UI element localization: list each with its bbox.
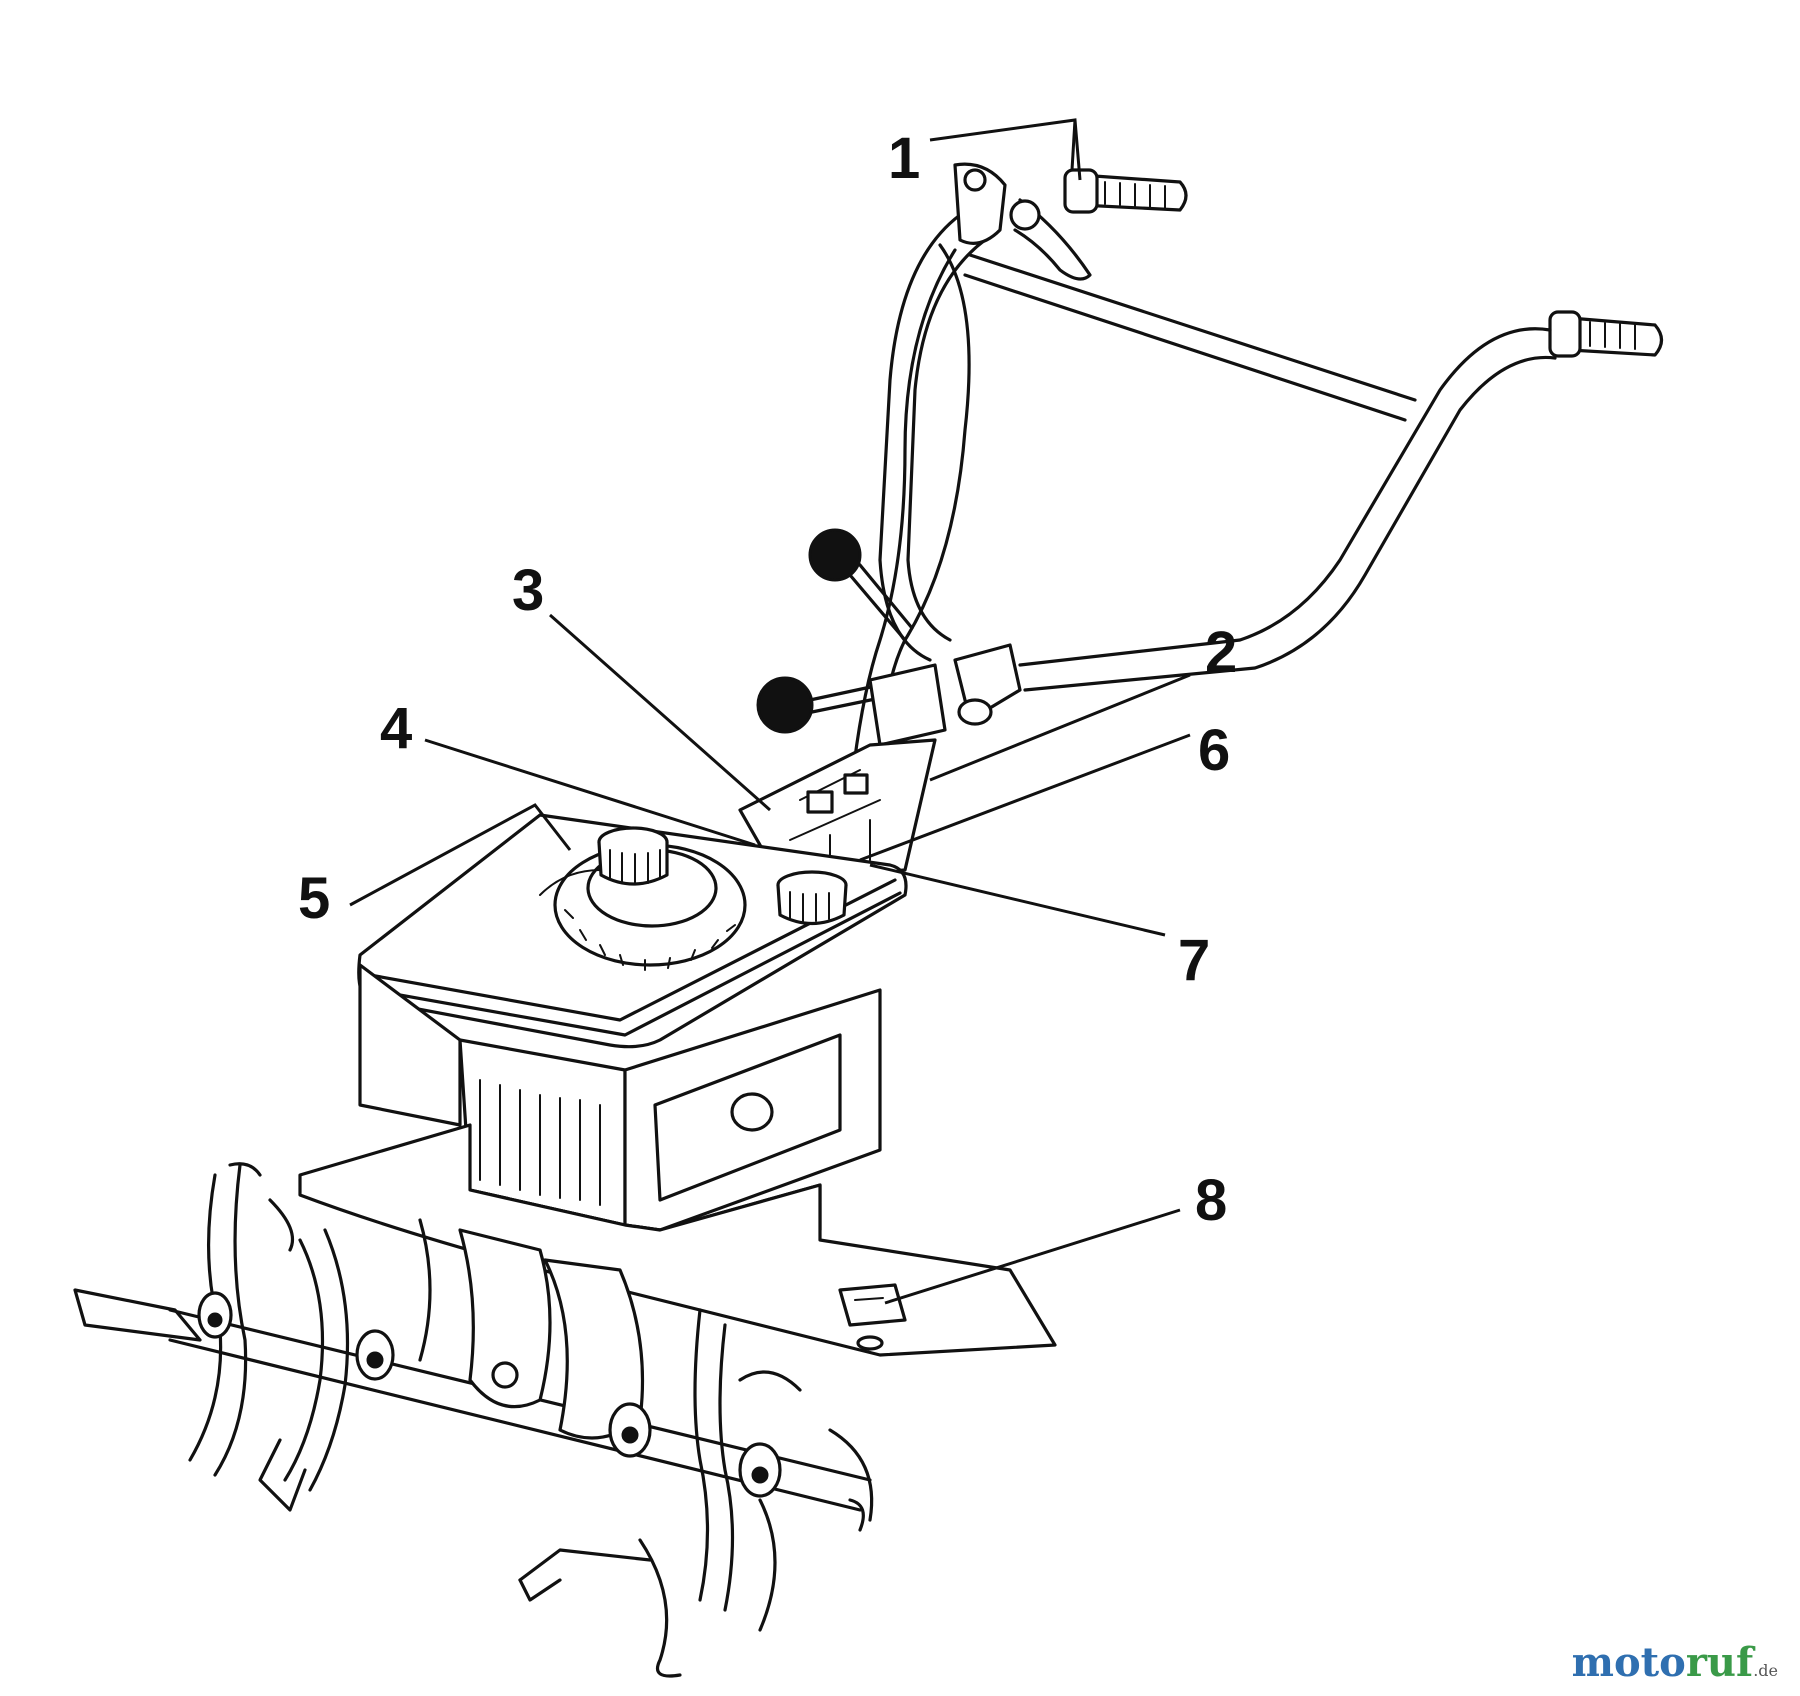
watermark-part1: moto (1571, 1639, 1686, 1686)
callout-4: 4 (380, 696, 412, 761)
tines (73, 1162, 874, 1678)
leader-1b (1070, 119, 1077, 171)
leader-4 (424, 738, 756, 847)
watermark-part2: ruf (1685, 1639, 1754, 1686)
callout-1: 1 (888, 126, 920, 191)
leader-3 (549, 613, 771, 812)
handlebar (848, 162, 1664, 802)
leader-7 (869, 863, 1166, 937)
leader-5 (349, 803, 572, 907)
leader-1a (929, 118, 1082, 181)
callout-7: 7 (1178, 928, 1210, 993)
callout-3: 3 (512, 558, 544, 623)
leader-lines (349, 118, 1191, 1305)
callout-6: 6 (1198, 718, 1230, 783)
callout-2: 2 (1205, 620, 1237, 685)
leader-6 (859, 733, 1191, 862)
callout-8: 8 (1195, 1168, 1227, 1233)
leader-2 (929, 673, 1191, 782)
callout-5: 5 (298, 866, 330, 931)
leader-8 (884, 1208, 1181, 1305)
watermark-logo: motoruf.de (1572, 1639, 1778, 1686)
callout-numbers: 1 2 3 4 5 6 7 8 (298, 126, 1237, 1233)
gear-levers (738, 528, 1022, 882)
watermark-tld: .de (1753, 1661, 1778, 1680)
engine (357, 813, 908, 1277)
